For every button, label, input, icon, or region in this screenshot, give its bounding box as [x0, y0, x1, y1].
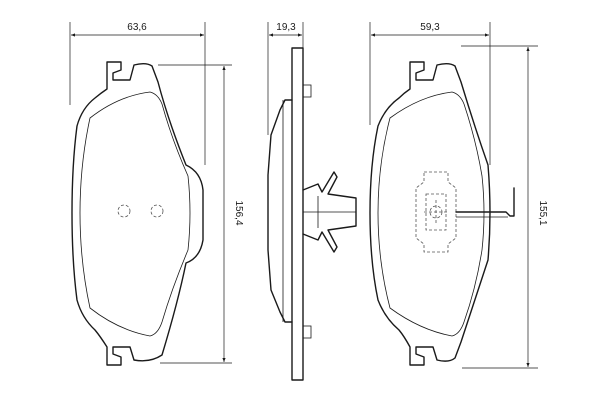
top-clip-stub	[302, 84, 312, 98]
right-pad-outline	[369, 61, 491, 366]
left-width-label: 63,6	[127, 22, 147, 33]
left-pad-hole-2	[150, 204, 164, 218]
right-friction-outline	[377, 91, 485, 337]
left-pad-hole-1	[117, 204, 131, 218]
middle-side-view	[267, 47, 357, 381]
wear-indicator-housing	[415, 171, 457, 253]
middle-thickness-label: 19,3	[276, 22, 296, 33]
wear-indicator-inner	[425, 193, 447, 231]
left-brake-pad	[71, 61, 204, 366]
middle-thickness-dimension: 19,3	[267, 22, 304, 135]
left-pad-outline	[71, 61, 204, 366]
right-width-label: 59,3	[420, 22, 440, 33]
right-height-label: 155,1	[537, 200, 548, 225]
left-height-label: 156,4	[233, 200, 244, 225]
left-width-dimension: 63,6	[69, 22, 206, 165]
left-friction-outline	[79, 91, 191, 337]
right-height-dimension: 155,1	[461, 45, 548, 369]
friction-material-side	[267, 99, 293, 323]
wear-sensor-wire	[455, 187, 515, 217]
backing-plate	[291, 47, 304, 381]
right-brake-pad	[369, 61, 515, 366]
left-height-dimension: 156,4	[158, 64, 244, 364]
right-width-dimension: 59,3	[369, 22, 491, 165]
bottom-clip-stub	[302, 325, 312, 339]
